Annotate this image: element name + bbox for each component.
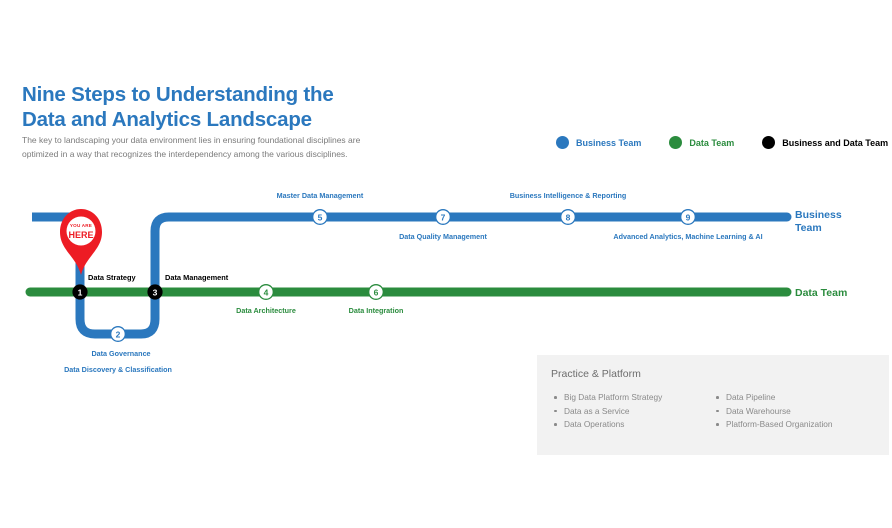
- pin-text-here: HERE: [68, 230, 93, 240]
- page-title-line2: Data and Analytics Landscape: [22, 108, 312, 132]
- list-item: Big Data Platform Strategy: [551, 391, 713, 405]
- step-node-6[interactable]: 6: [368, 284, 384, 300]
- step-9-label: Advanced Analytics, Machine Learning & A…: [613, 232, 762, 241]
- legend-dot-blue: [556, 136, 569, 149]
- step-5-label: Master Data Management: [277, 191, 364, 200]
- list-item: Data as a Service: [551, 405, 713, 419]
- step-3-label: Data Management: [165, 273, 229, 282]
- step-node-8-number: 8: [566, 213, 571, 223]
- step-node-9-number: 9: [686, 213, 691, 223]
- step-node-3-number: 3: [153, 288, 158, 298]
- step-node-8[interactable]: 8: [560, 209, 576, 225]
- step-4-label: Data Architecture: [236, 306, 296, 315]
- legend-dot-black: [762, 136, 776, 149]
- step-1-label: Data Strategy: [88, 273, 137, 282]
- practice-and-platform-panel: Practice & Platform Big Data Platform St…: [537, 355, 889, 455]
- business-team-line-label-1: Business: [795, 209, 842, 221]
- page-title: Nine Steps to Understanding the Data and…: [22, 82, 442, 133]
- step-node-3[interactable]: 3: [147, 284, 163, 300]
- page-title-line1: Nine Steps to Understanding the: [22, 83, 334, 106]
- business-team-line-label-2: Team: [795, 222, 822, 234]
- step-7-label: Data Quality Management: [399, 232, 487, 241]
- legend-label-business-and-data-team: Business and Data Team: [782, 137, 889, 148]
- list-item: Platform-Based Organization: [713, 418, 875, 432]
- step-node-5-number: 5: [318, 213, 323, 223]
- step-node-2[interactable]: 2: [110, 326, 126, 342]
- step-node-9[interactable]: 9: [680, 209, 696, 225]
- blue-track-detour: [75, 212, 792, 339]
- step-node-2-number: 2: [116, 330, 121, 340]
- list-item: Data Warehourse: [713, 405, 875, 419]
- legend-item-business-team: Business Team: [556, 136, 641, 149]
- pin-inner-circle: [66, 216, 96, 246]
- step-node-5[interactable]: 5: [312, 209, 328, 225]
- step-node-7[interactable]: 7: [435, 209, 451, 225]
- panel-columns: Big Data Platform Strategy Data as a Ser…: [551, 391, 875, 432]
- step-2-label-secondary: Data Discovery & Classification: [64, 365, 172, 374]
- list-item: Data Pipeline: [713, 391, 875, 405]
- you-are-here-pin: YOU ARE HERE: [60, 209, 102, 275]
- legend-label-data-team: Data Team: [689, 137, 735, 148]
- legend-label-business-team: Business Team: [576, 137, 642, 148]
- legend-item-business-and-data-team: Business and Data Team: [762, 136, 888, 149]
- pin-text-you-are: YOU ARE: [70, 223, 92, 228]
- panel-column-right: Data Pipeline Data Warehourse Platform-B…: [713, 391, 875, 432]
- nine-steps-diagram: Master Data Management Business Intellig…: [25, 191, 847, 374]
- step-node-7-number: 7: [441, 213, 446, 223]
- legend-dot-green: [669, 136, 683, 149]
- step-node-4[interactable]: 4: [258, 284, 274, 300]
- step-node-1-number: 1: [78, 288, 83, 298]
- step-6-label: Data Integration: [349, 306, 404, 315]
- page-subtitle: The key to landscaping your data environ…: [22, 135, 361, 160]
- step-node-4-number: 4: [264, 288, 269, 298]
- step-8-label: Business Intelligence & Reporting: [510, 191, 627, 200]
- step-node-6-number: 6: [374, 288, 379, 298]
- panel-column-left: Big Data Platform Strategy Data as a Ser…: [551, 391, 713, 432]
- data-team-line-label: Data Team: [795, 287, 847, 299]
- step-node-1[interactable]: 1: [72, 284, 88, 300]
- step-2-label: Data Governance: [91, 349, 150, 358]
- list-item: Data Operations: [551, 418, 713, 432]
- legend: Business Team Data Team Business and Dat…: [556, 136, 888, 149]
- legend-item-data-team: Data Team: [669, 136, 734, 149]
- panel-title: Practice & Platform: [551, 368, 641, 380]
